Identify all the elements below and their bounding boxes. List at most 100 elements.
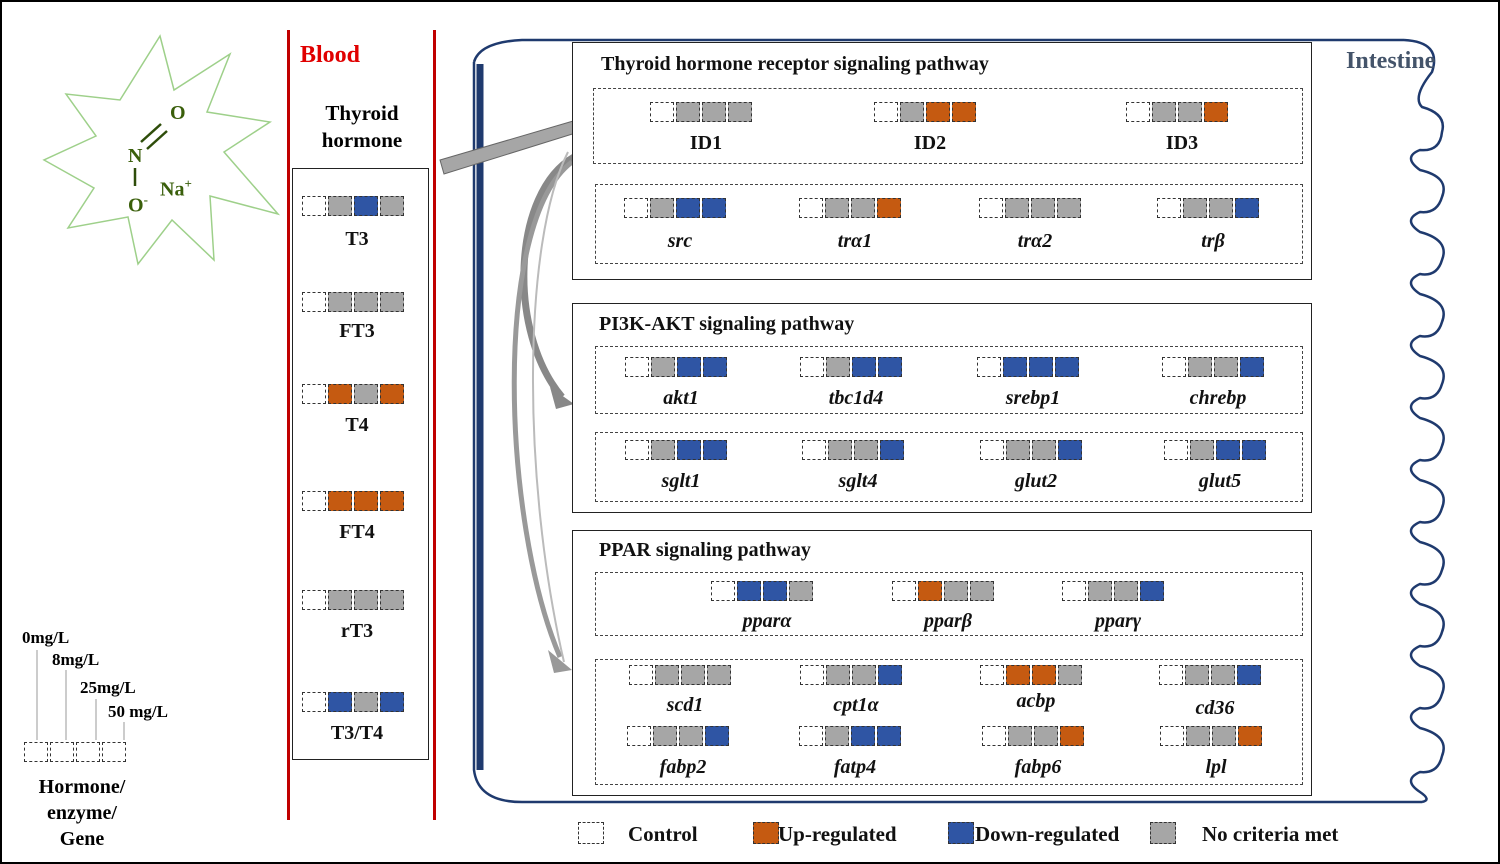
thyroid-pathway-title: Thyroid hormone receptor signaling pathw… bbox=[601, 53, 989, 75]
indicator-box bbox=[737, 581, 761, 601]
item-label: cpt1α bbox=[833, 694, 879, 716]
indicator-box bbox=[1237, 665, 1261, 685]
indicator-row bbox=[625, 357, 729, 377]
indicator-box bbox=[970, 581, 994, 601]
indicator-row bbox=[980, 440, 1084, 460]
indicator-box bbox=[676, 102, 700, 122]
indicator-box bbox=[328, 384, 352, 404]
key-box bbox=[24, 742, 48, 762]
indicator-box bbox=[703, 440, 727, 460]
indicator-box bbox=[799, 726, 823, 746]
indicator-box bbox=[650, 198, 674, 218]
ppar-pathway-panel bbox=[572, 530, 1312, 796]
indicator-box bbox=[1157, 198, 1181, 218]
indicator-box bbox=[677, 357, 701, 377]
indicator-row bbox=[624, 198, 728, 218]
indicator-box bbox=[302, 292, 326, 312]
indicator-box bbox=[302, 590, 326, 610]
double-bond-2 bbox=[146, 130, 168, 150]
charge-minus: - bbox=[143, 192, 148, 207]
legend-label: No criteria met bbox=[1202, 822, 1339, 846]
indicator-box bbox=[1209, 198, 1233, 218]
indicator-box bbox=[653, 726, 677, 746]
indicator-box bbox=[1055, 357, 1079, 377]
indicator-box bbox=[702, 198, 726, 218]
item-label: ID3 bbox=[1165, 132, 1199, 154]
indicator-row bbox=[977, 357, 1081, 377]
item-label: pparβ bbox=[923, 610, 973, 632]
item-label: sglt1 bbox=[661, 470, 701, 492]
indicator-box bbox=[825, 726, 849, 746]
indicator-box bbox=[980, 665, 1004, 685]
legend-label: Up-regulated bbox=[778, 822, 897, 846]
indicator-row bbox=[874, 102, 978, 122]
indicator-row bbox=[711, 581, 815, 601]
indicator-box bbox=[1058, 665, 1082, 685]
key-box bbox=[50, 742, 74, 762]
item-label: sglt4 bbox=[838, 470, 878, 492]
indicator-box bbox=[702, 102, 726, 122]
blood-divider-left bbox=[287, 30, 290, 820]
item-label: glut2 bbox=[1014, 470, 1058, 492]
indicator-box bbox=[627, 726, 651, 746]
indicator-box bbox=[651, 440, 675, 460]
indicator-box bbox=[625, 440, 649, 460]
curve-arrow-ppar-head bbox=[548, 650, 572, 673]
pi3k-pathway-panel bbox=[572, 303, 1312, 513]
item-label: cd36 bbox=[1195, 697, 1235, 719]
indicator-box bbox=[802, 440, 826, 460]
indicator-box bbox=[676, 198, 700, 218]
curve-arrow-pi3k-head bbox=[550, 387, 574, 409]
indicator-row bbox=[980, 665, 1084, 685]
key-label-50: 50 mg/L bbox=[108, 702, 168, 721]
indicator-box bbox=[800, 665, 824, 685]
key-label-8: 8mg/L bbox=[52, 650, 100, 669]
legend-swatch bbox=[1150, 822, 1176, 844]
indicator-box bbox=[926, 102, 950, 122]
indicator-box bbox=[677, 440, 701, 460]
indicator-box bbox=[877, 198, 901, 218]
indicator-box bbox=[1003, 357, 1027, 377]
indicator-box bbox=[302, 384, 326, 404]
indicator-box bbox=[826, 665, 850, 685]
ppar-pathway-title: PPAR signaling pathway bbox=[599, 539, 811, 561]
indicator-box bbox=[789, 581, 813, 601]
indicator-row bbox=[629, 665, 733, 685]
indicator-box bbox=[1060, 726, 1084, 746]
starburst-shape bbox=[42, 34, 281, 266]
indicator-box bbox=[825, 198, 849, 218]
blood-divider-right bbox=[433, 30, 436, 820]
indicator-box bbox=[1005, 198, 1029, 218]
indicator-box bbox=[1114, 581, 1138, 601]
indicator-box bbox=[354, 491, 378, 511]
indicator-box bbox=[1190, 440, 1214, 460]
indicator-box bbox=[302, 692, 326, 712]
sodium-ion: Na+ bbox=[160, 176, 192, 201]
indicator-box bbox=[380, 292, 404, 312]
indicator-box bbox=[1185, 665, 1209, 685]
indicator-box bbox=[703, 357, 727, 377]
item-label: srebp1 bbox=[1005, 387, 1061, 409]
legend-swatch bbox=[948, 822, 974, 844]
indicator-box bbox=[1031, 198, 1055, 218]
indicator-box bbox=[328, 292, 352, 312]
indicator-box bbox=[1057, 198, 1081, 218]
item-label: ID1 bbox=[689, 132, 723, 154]
blood-title: Blood bbox=[300, 42, 361, 68]
indicator-box bbox=[711, 581, 735, 601]
indicator-box bbox=[354, 692, 378, 712]
indicator-box bbox=[800, 357, 824, 377]
indicator-box bbox=[1058, 440, 1082, 460]
item-label: acbp bbox=[1016, 690, 1056, 712]
atom-n: N bbox=[128, 145, 143, 167]
indicator-box bbox=[380, 491, 404, 511]
indicator-box bbox=[354, 384, 378, 404]
key-label-25: 25mg/L bbox=[80, 678, 136, 697]
indicator-box bbox=[707, 665, 731, 685]
item-label: FT3 bbox=[339, 320, 375, 342]
indicator-box bbox=[1178, 102, 1202, 122]
indicator-box bbox=[1212, 726, 1236, 746]
indicator-row bbox=[302, 292, 406, 312]
indicator-box bbox=[629, 665, 653, 685]
indicator-box bbox=[979, 198, 1003, 218]
